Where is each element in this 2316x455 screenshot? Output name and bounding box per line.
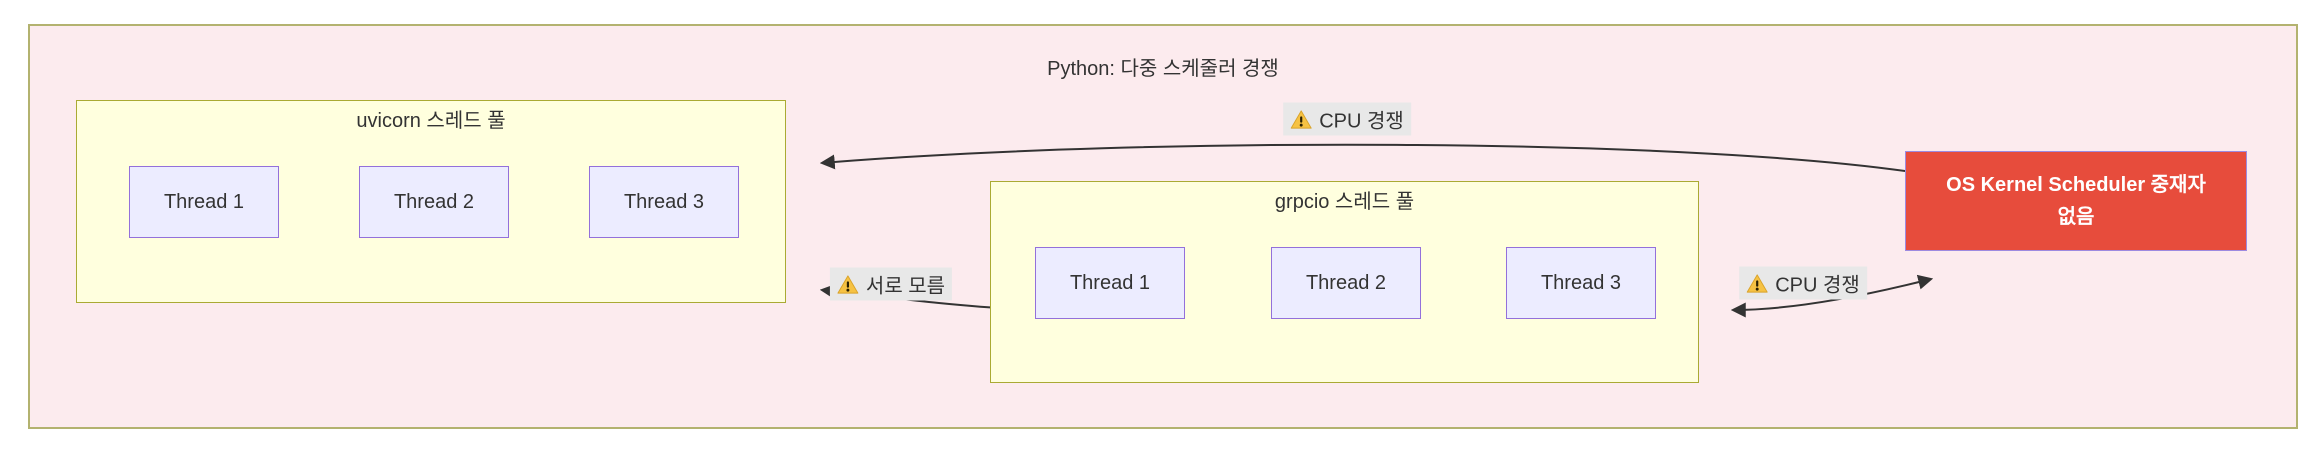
- grpcio-thread-2: Thread 2: [1271, 247, 1421, 319]
- cluster-uvicorn-title: uvicorn 스레드 풀: [356, 110, 506, 132]
- warning-icon: [837, 274, 859, 294]
- cluster-uvicorn-pool: uvicorn 스레드 풀 Thread 1 Thread 2 Thread 3: [76, 100, 786, 303]
- grpcio-thread-3: Thread 3: [1506, 247, 1656, 319]
- node-kernel-scheduler: OS Kernel Scheduler 중재자 없음: [1905, 151, 2247, 251]
- uvicorn-thread-1: Thread 1: [129, 166, 279, 238]
- cluster-grpcio-pool: grpcio 스레드 풀 Thread 1 Thread 2 Thread 3: [990, 181, 1699, 383]
- edge-label-unaware: 서로 모름: [829, 267, 953, 301]
- kernel-label-line-1: OS Kernel Scheduler 중재자: [1946, 174, 2206, 196]
- warning-icon: [1290, 109, 1312, 129]
- uvicorn-thread-3: Thread 3: [589, 166, 739, 238]
- diagram-title: Python: 다중 스케줄러 경쟁: [1047, 58, 1279, 80]
- edge-uvicorn-kernel: [819, 143, 1934, 181]
- edge-label-cpu-contention-right: CPU 경쟁: [1739, 266, 1867, 300]
- grpcio-thread-1: Thread 1: [1035, 247, 1185, 319]
- edge-label-text: CPU 경쟁: [1775, 274, 1860, 297]
- edge-label-text: CPU 경쟁: [1319, 110, 1404, 133]
- cluster-grpcio-title: grpcio 스레드 풀: [1274, 191, 1415, 213]
- kernel-label-line-2: 없음: [2057, 206, 2095, 228]
- edge-label-text: 서로 모름: [865, 275, 946, 298]
- edge-label-cpu-contention-top: CPU 경쟁: [1283, 102, 1411, 136]
- warning-icon: [1746, 273, 1768, 293]
- uvicorn-thread-2: Thread 2: [359, 166, 509, 238]
